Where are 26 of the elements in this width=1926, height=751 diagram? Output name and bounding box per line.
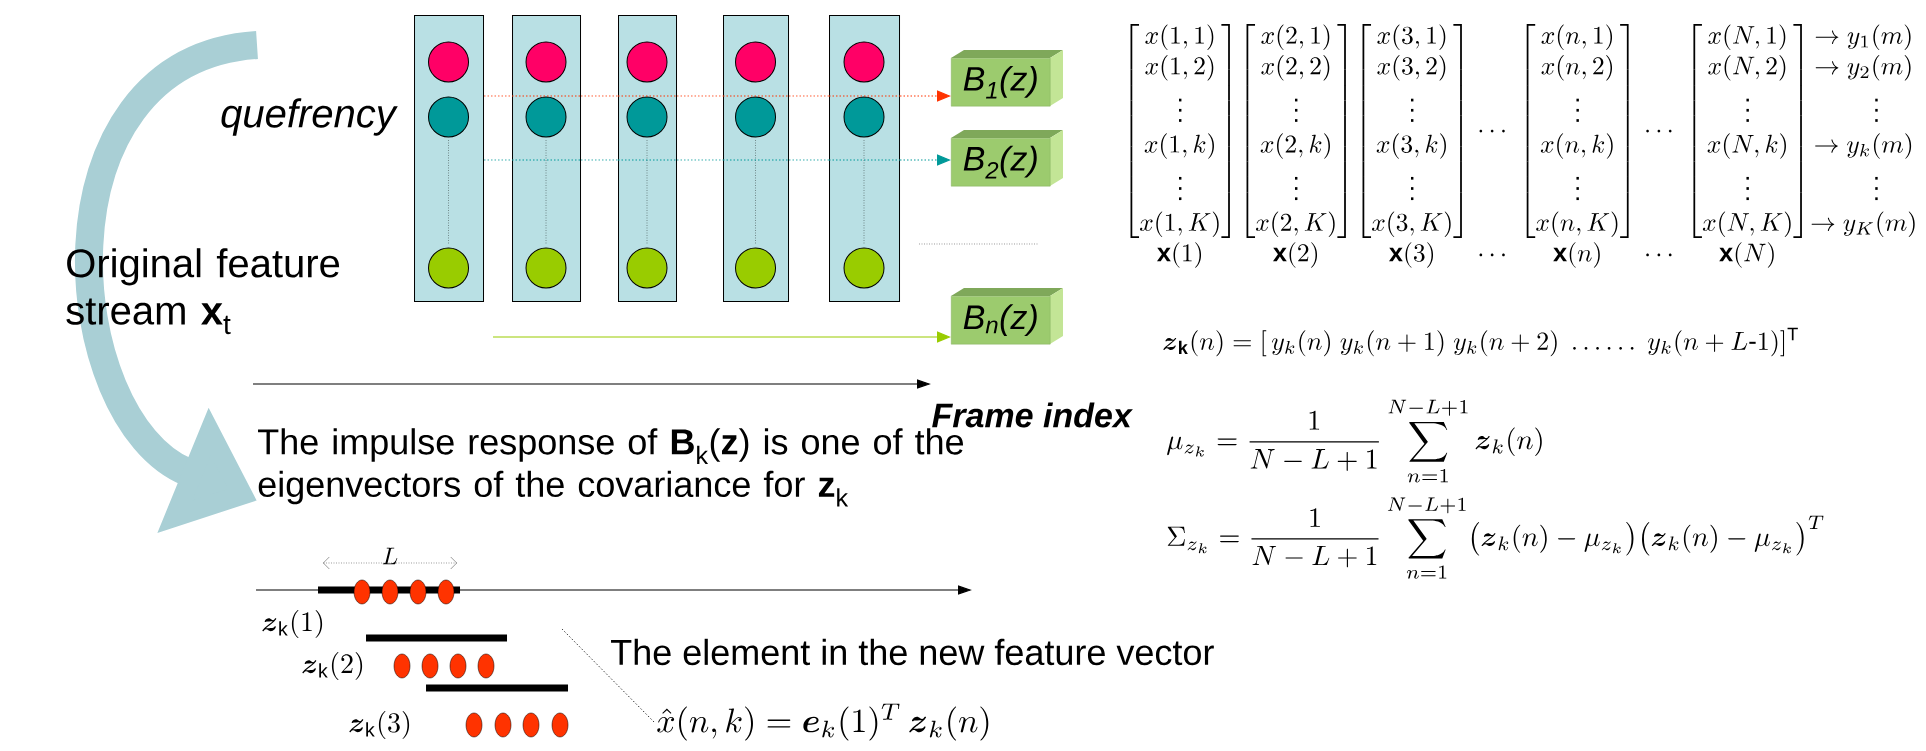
matrix-formula: $\begin{array}{@{}c@{}c@{}c@{\;}c@{\;}c@{\;}c@{\;}c@{}l@{}}\begin{bmatrix}x(1,1)\\x(1,2)\\\vdots\\x(1,k)\\\vdots\\x(1,K)\end{bmatrix}&\begin{bmatrix}x(2,1)\\x(2,2)\\\vdots\\x(2,k)\\\vdots\\x(2,K)\end{bmatrix}&\begin{bmatrix}x(3,1)\\x(3,2)\\\vdots\\x(3,k)\\\vdots\\x(3,K)\end{bmatrix}&\cdots&\begin{bmatrix}x(n,1)\\x(n,2)\\\vdots\\x(n,k)\\\vdots\\x(n,K)\end{bmatrix}&\cdots&\begin{bmatrix}x(N,1)\\x(N,2)\\\vdots\\x(N,k)\\\vdots\\x(N,K)\end{bmatrix}&\begin{matrix}\to y_1(m)\\\to y_2(m)\\\quad\vdots\\\to y_k(m)\\\quad\vdots\\\to y_K(m)\end{matrix}\\\mathbf{x}(1)&\mathbf{x}(2)&\mathbf{x}(3)&\cdots&\mathbf{x}(n)&\cdots&\mathbf{x}(N)&\end{array}$	[1130, 23, 1915, 268]
line-segment	[483, 159, 513, 161]
description-text: The impulse response of B$_{k}$(z) is one of the eigenvectors of the covariance for z$_{k}$	[258, 428, 963, 507]
formula: $\Sigma_{z_k}=\frac{1}{N-L+1}\sum_{n=1}^{N-L+1}\bigl(\boldsymbol{z}_k(n)-\mu_{z_k}\bigr)\bigl(\boldsymbol{z}_k(n)-\mu_{z_k}\bigr)^T$	[1167, 497, 1824, 579]
line-segment	[788, 95, 830, 97]
line-segment	[483, 95, 513, 97]
segment-label: $\boldsymbol{z}_{\mathrm{k}}(2)$	[302, 652, 363, 680]
axis-label: Original feature stream x$_{t}$	[66, 248, 340, 335]
axis-label: quefrency	[221, 98, 398, 136]
axis-label: Frame index	[932, 402, 1133, 428]
line-segment	[676, 95, 724, 97]
filter-box: B$_{n}$(z)	[951, 288, 1063, 345]
formula: $\mu_{z_k}=\frac{1}{N-L+1}\sum_{n=1}^{N-L+1}\boldsymbol{z}_k(n)$	[1167, 399, 1542, 483]
line-segment	[580, 159, 619, 161]
segment-label: $\boldsymbol{z}_{\mathrm{k}}(1)$	[262, 610, 323, 638]
line-segment	[676, 159, 724, 161]
line-segment	[788, 159, 830, 161]
formula: $\hat{x}(n,k)=\boldsymbol{e}_k(1)^T\,\boldsymbol{z}_k(n)$	[657, 703, 989, 741]
formula: $\boldsymbol{z}_{\mathbf{k}}(n)=[\,y_k(n)\ y_k(n+1)\ y_k(n+2)\ \ldots\ldots\ y_k(n+L\text{-}1)]^{\mathrm{T}}$	[1163, 327, 1798, 357]
dimension-label: $L$	[382, 547, 398, 565]
segment-label: $\boldsymbol{z}_{\mathrm{k}}(3)$	[349, 711, 410, 739]
caption-text: The element in the new feature vector	[611, 638, 1214, 666]
filter-box: B$_{2}$(z)	[951, 130, 1063, 187]
line-segment	[580, 95, 619, 97]
filter-box: B$_{1}$(z)	[951, 50, 1063, 107]
leader-line	[561, 628, 655, 723]
